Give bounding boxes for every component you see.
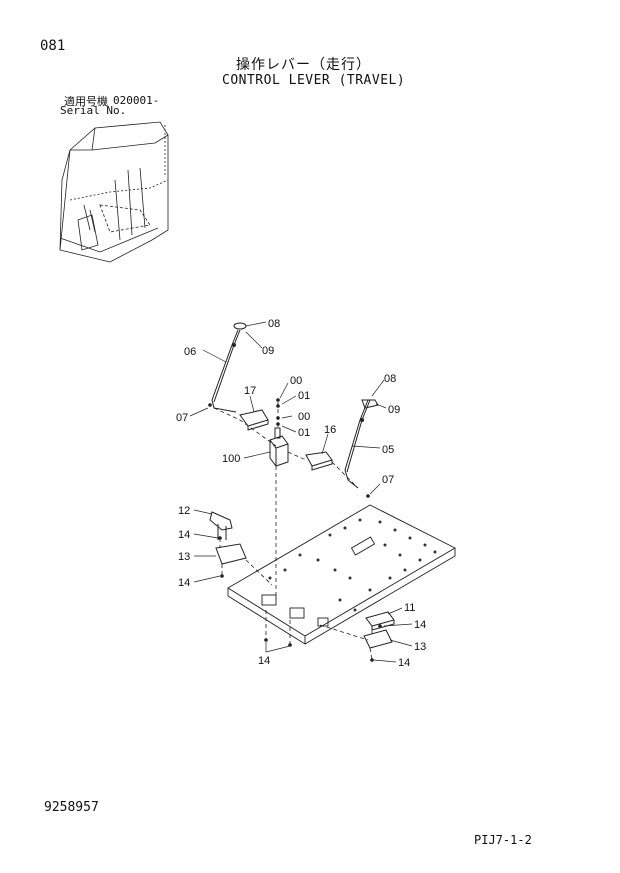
floor-plate bbox=[227, 504, 456, 645]
callout-14-a: 14 bbox=[178, 529, 190, 541]
callout-14-d: 14 bbox=[398, 657, 410, 669]
callout-00-lower: 00 bbox=[298, 411, 310, 423]
serial-label-japanese: 適用号機 bbox=[64, 95, 108, 108]
callout-14-c: 14 bbox=[414, 619, 426, 631]
callout-06: 06 bbox=[184, 346, 196, 358]
callout-14-b: 14 bbox=[178, 577, 190, 589]
part-number: 9258957 bbox=[44, 800, 99, 815]
cover-plate-13-right bbox=[363, 629, 393, 649]
fastener-dots bbox=[208, 398, 382, 662]
title-english: CONTROL LEVER (TRAVEL) bbox=[222, 73, 406, 88]
travel-lever-right bbox=[344, 399, 379, 489]
bracket-11 bbox=[365, 611, 395, 631]
callout-11: 11 bbox=[404, 602, 415, 614]
travel-lever-left bbox=[211, 322, 247, 413]
assembly-dashed-lines bbox=[213, 402, 373, 661]
callout-leader-lines bbox=[189, 321, 413, 663]
cover-plate-13-left bbox=[215, 543, 247, 565]
pedal-17 bbox=[239, 409, 269, 431]
callout-labels: 08 09 06 07 17 00 01 00 01 100 16 08 09 … bbox=[176, 318, 426, 669]
callout-09-upper: 09 bbox=[262, 345, 274, 357]
callout-100: 100 bbox=[222, 453, 240, 465]
serial-code: 020001- bbox=[113, 94, 160, 107]
callout-14-e: 14 bbox=[258, 655, 270, 667]
serial-label-english: Serial No. bbox=[60, 104, 127, 117]
callout-07-right: 07 bbox=[382, 474, 394, 486]
callout-01-upper: 01 bbox=[298, 390, 310, 402]
callout-13-right: 13 bbox=[414, 641, 426, 653]
callout-07-left: 07 bbox=[176, 412, 188, 424]
pilot-valve-100 bbox=[269, 427, 289, 467]
callout-00-upper: 00 bbox=[290, 375, 302, 387]
callout-05: 05 bbox=[382, 444, 394, 456]
sheet-code: PIJ7-1-2 bbox=[474, 833, 532, 847]
callout-08-upper: 08 bbox=[268, 318, 280, 330]
callout-13-left: 13 bbox=[178, 551, 190, 563]
callout-09-right: 09 bbox=[388, 404, 400, 416]
callout-16: 16 bbox=[324, 424, 336, 436]
callout-12: 12 bbox=[178, 505, 190, 517]
title-japanese: 操作レバー（走行） bbox=[236, 57, 371, 73]
page-number: 081 bbox=[40, 38, 66, 54]
pedal-16 bbox=[305, 451, 333, 471]
callout-17: 17 bbox=[244, 385, 256, 397]
bracket-12 bbox=[209, 511, 233, 540]
callout-01-lower: 01 bbox=[298, 427, 310, 439]
cab-thumbnail-illustration bbox=[59, 121, 169, 263]
callout-08-right: 08 bbox=[384, 373, 396, 385]
